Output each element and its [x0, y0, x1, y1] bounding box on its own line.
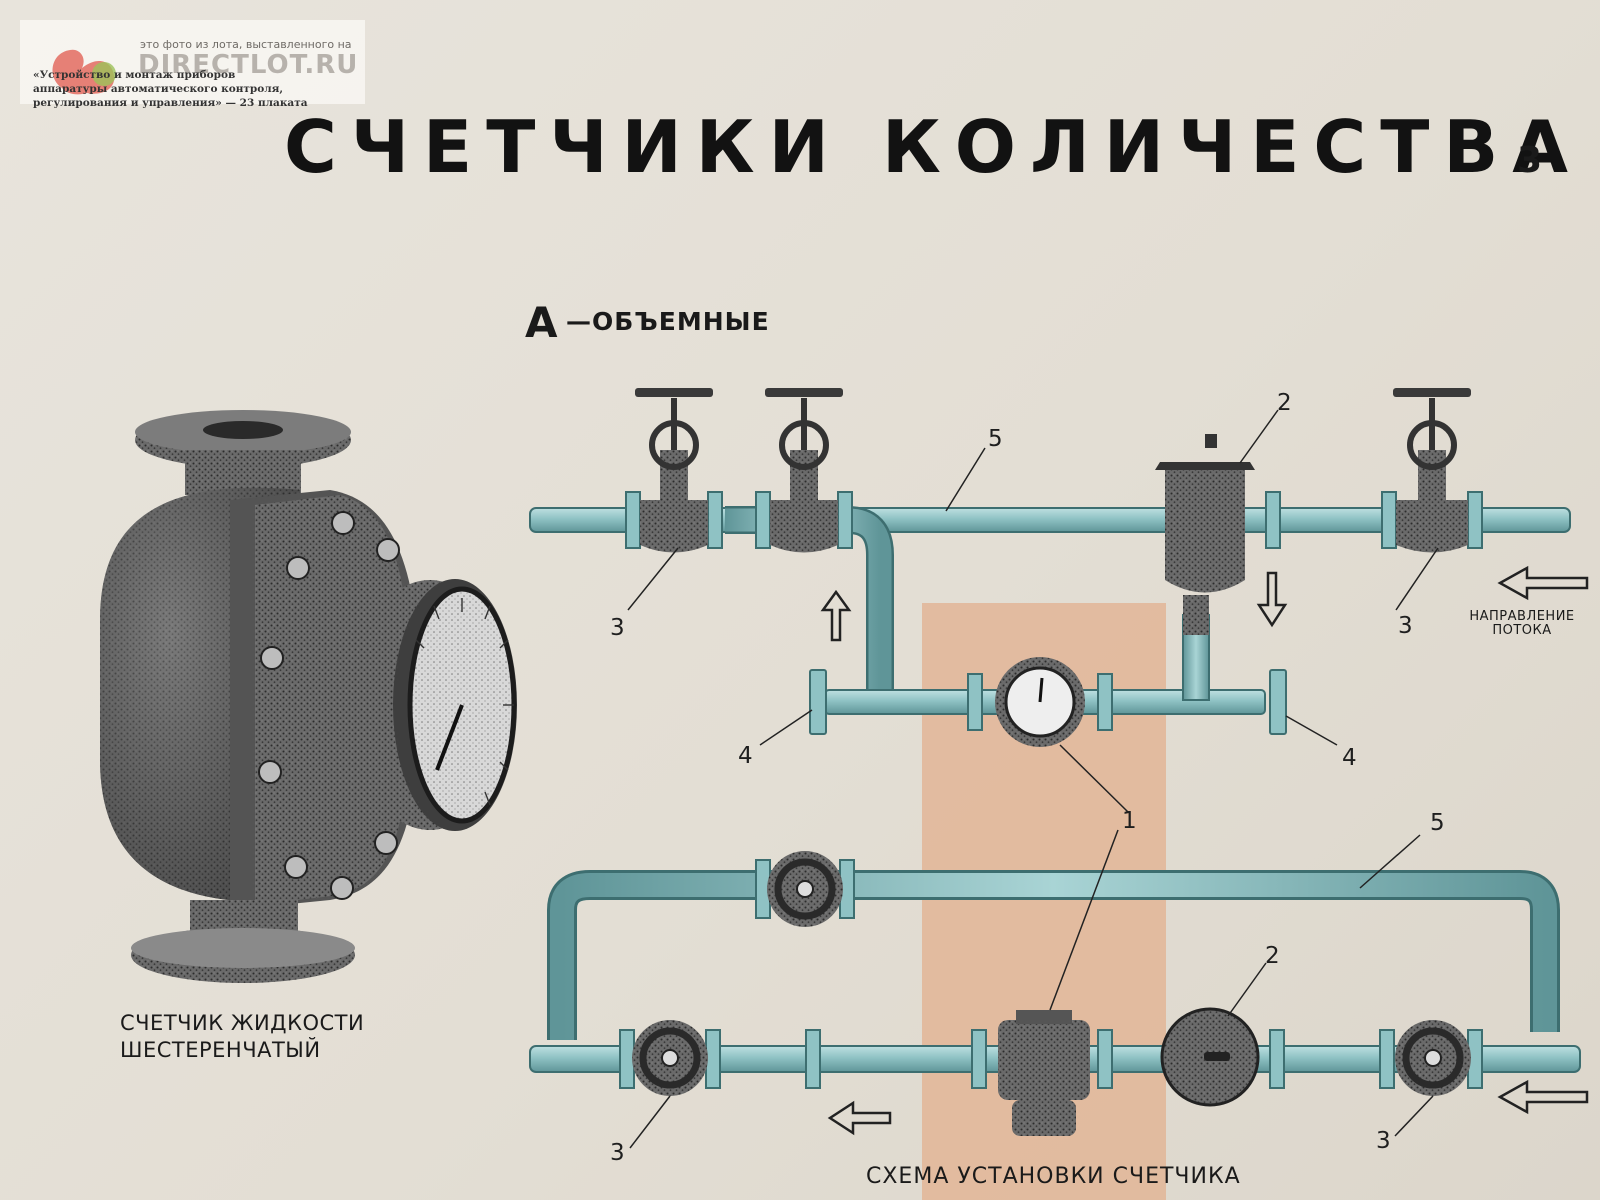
top-valve-left-icon	[635, 388, 713, 553]
flow-label-line2: ПОТОКА	[1492, 623, 1552, 638]
meter-caption-line2: ШЕСТЕРЕНЧАТЫЙ	[120, 1038, 321, 1062]
callout-4-right: 4	[1342, 745, 1357, 771]
callout-1: 1	[1122, 808, 1137, 834]
section-name: —ОБЪЕМНЫЕ	[566, 307, 770, 336]
callout-5-top: 5	[988, 426, 1003, 452]
bottom-meter-icon	[998, 1010, 1090, 1136]
flange-left-icon	[809, 669, 827, 735]
sheet-number: 3	[1517, 140, 1543, 181]
top-filter-icon	[1155, 434, 1255, 635]
callout-5-bottom: 5	[1430, 810, 1445, 836]
squirrel-logo-icon	[52, 49, 116, 95]
arrow-left-bottom-right-icon	[1497, 1079, 1589, 1115]
arrow-left-top-icon	[1497, 565, 1589, 601]
flow-label-line1: НАПРАВЛЕНИЕ	[1469, 609, 1575, 624]
meter-dial-icon	[995, 657, 1085, 747]
bottom-flow-arrows	[827, 1079, 1589, 1136]
callout-3-top-left: 3	[610, 615, 625, 641]
callout-3-bottom-left: 3	[610, 1140, 625, 1166]
bottom-installation-scheme: 5 2 3 3	[529, 810, 1589, 1166]
flange-right-icon	[1269, 669, 1287, 735]
top-valve-right-icon	[1393, 388, 1471, 553]
callout-2-top: 2	[1277, 390, 1292, 416]
watermark-caption: это фото из лота, выставленного на	[140, 38, 352, 51]
callout-4-left: 4	[738, 743, 753, 769]
callout-2-bottom: 2	[1265, 943, 1280, 969]
arrow-down-icon	[1256, 571, 1288, 628]
scheme-caption: СХЕМА УСТАНОВКИ СЧЕТЧИКА	[866, 1164, 1241, 1189]
bottom-bypass-valve-icon	[767, 851, 843, 927]
watermark-panel: это фото из лота, выставленного на DIREC…	[20, 20, 365, 104]
bottom-filter-icon	[1160, 1007, 1260, 1107]
flow-direction-label: НАПРАВЛЕНИЕ ПОТОКА	[1462, 610, 1582, 638]
bottom-valve-left-icon	[632, 1020, 708, 1096]
top-valve-middle-icon	[765, 388, 843, 553]
callout-3-top-right: 3	[1398, 613, 1413, 639]
meter-caption: СЧЕТЧИК ЖИДКОСТИ ШЕСТЕРЕНЧАТЫЙ	[120, 1010, 364, 1064]
top-flow-arrows	[820, 565, 1589, 642]
gear-meter-illustration	[100, 410, 517, 983]
callout-3-bottom-right: 3	[1376, 1128, 1391, 1154]
arrow-left-bottom-icon	[827, 1100, 892, 1136]
poster-series-note: «Устройство и монтаж приборов аппаратуры…	[33, 69, 308, 109]
meter-caption-line1: СЧЕТЧИК ЖИДКОСТИ	[120, 1011, 365, 1035]
bottom-valve-right-icon	[1395, 1020, 1471, 1096]
section-letter: А	[525, 298, 558, 347]
watermark-site: DIRECTLOT.RU	[138, 50, 359, 80]
arrow-up-icon	[820, 589, 852, 642]
top-installation-scheme: 5 2 3 3 4 4 1	[529, 388, 1589, 834]
